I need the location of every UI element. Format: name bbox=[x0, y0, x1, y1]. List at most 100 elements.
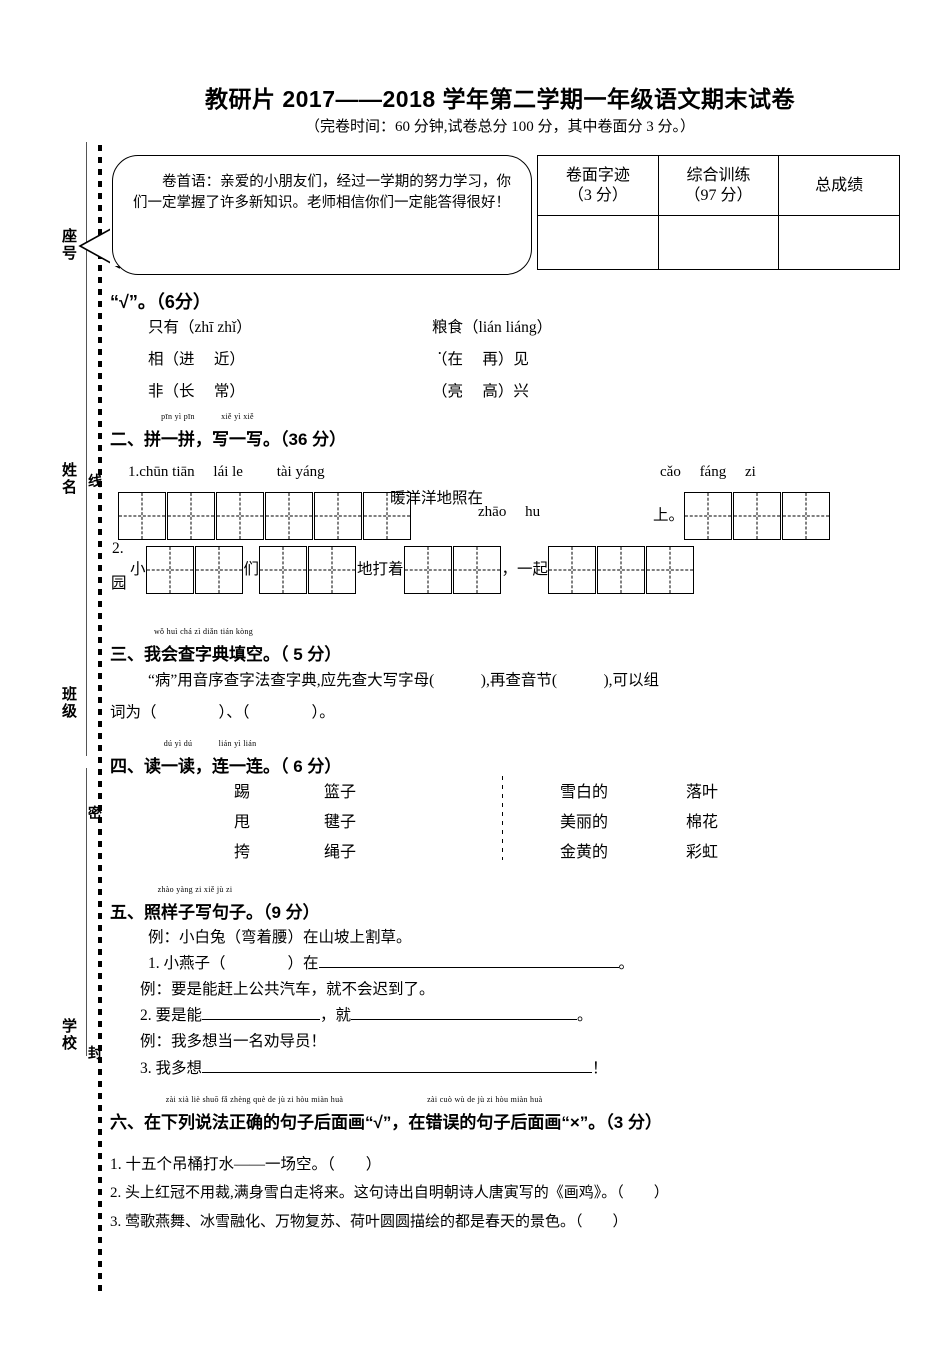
score-table-value-row bbox=[537, 215, 900, 270]
section-2-line1-number: 1. bbox=[128, 464, 140, 480]
tianzi-box[interactable] bbox=[548, 546, 597, 594]
tianzi-box[interactable] bbox=[118, 492, 166, 540]
section-2-line2-t2: 地打着 bbox=[357, 561, 404, 578]
section-6-question-3[interactable]: 3. 莺歌燕舞、冰雪融化、万物复苏、荷叶圆圆描绘的都是春天的景色。（ ） bbox=[110, 1214, 628, 1230]
answer-blank[interactable] bbox=[202, 1056, 593, 1073]
section-1-row1-left: 只有（zhī zhǐ） bbox=[148, 315, 252, 337]
tianzi-box[interactable] bbox=[216, 492, 264, 540]
section-2-ruby-2-pinyin: xiě yì xiě bbox=[221, 412, 254, 421]
section-2-line2-t3: ，一起 bbox=[501, 561, 549, 578]
tianzi-box[interactable] bbox=[646, 546, 695, 594]
match-item[interactable]: 美丽的 bbox=[559, 814, 608, 831]
match-item[interactable]: 绳子 bbox=[323, 844, 356, 861]
section-1-row2-right[interactable]: （在 再）见 bbox=[432, 351, 529, 368]
match-item[interactable]: 挎 bbox=[233, 844, 250, 861]
section-5-question-2: 2. 要是能，就。 bbox=[140, 1003, 593, 1025]
preface-text: 卷首语：亲爱的小朋友们，经过一学期的努力学习，你们一定掌握了许多新知识。老师相信… bbox=[133, 174, 511, 212]
tianzi-box[interactable] bbox=[314, 492, 362, 540]
section-6-ruby-2-pinyin: zài cuò wù de jù zi hòu miàn huà bbox=[427, 1095, 543, 1104]
match-item[interactable]: 彩虹 bbox=[685, 844, 718, 861]
tianzi-box[interactable] bbox=[733, 492, 782, 540]
s1-dot-word-liang: 粮 bbox=[432, 319, 448, 336]
tianzi-box[interactable] bbox=[597, 546, 646, 594]
answer-blank[interactable] bbox=[318, 951, 619, 968]
section-4-column-verbs: 踢 甩 挎 bbox=[222, 778, 262, 868]
answer-blank[interactable] bbox=[202, 1003, 321, 1020]
section-5-q2-pre[interactable]: 2. 要是能 bbox=[140, 1007, 203, 1024]
section-6-question-2[interactable]: 2. 头上红冠不用裁,满身雪白走将来。这句诗出自明朝诗人唐寅写的《画鸡》。（ ） bbox=[110, 1185, 669, 1201]
tianzi-box[interactable] bbox=[684, 492, 733, 540]
match-item[interactable]: 雪白的 bbox=[559, 784, 608, 801]
section-5-example-3: 例：我多想当一名劝导员！ bbox=[140, 1033, 327, 1050]
section-1-row3-left[interactable]: 非（长 常） bbox=[148, 383, 245, 400]
match-item[interactable]: 毽子 bbox=[323, 814, 356, 831]
tianzi-box[interactable] bbox=[782, 492, 831, 540]
tianzi-box[interactable] bbox=[265, 492, 313, 540]
section-5-q3-pre[interactable]: 3. 我多想 bbox=[140, 1060, 203, 1077]
section-1-row3-right[interactable]: （亮 高）兴 bbox=[432, 383, 529, 400]
section-6-heading: 六、zài xià liè shuō fǎ zhèng què de jù zi… bbox=[110, 1095, 662, 1133]
match-item[interactable]: 金黄的 bbox=[559, 844, 608, 861]
score-col-handwriting-line2: （3 分） bbox=[567, 186, 628, 204]
section-3-ruby-pinyin: wǒ huì chá zì diǎn tián kòng bbox=[153, 627, 254, 636]
section-1-heading: “√”。（6分） bbox=[110, 292, 211, 312]
s1-row1-right-rest[interactable]: 食（lián liáng） bbox=[447, 319, 553, 336]
match-item[interactable]: 篮子 bbox=[323, 784, 356, 801]
score-value-handwriting[interactable] bbox=[537, 215, 659, 270]
score-value-total[interactable] bbox=[778, 215, 900, 270]
section-6-question-1[interactable]: 1. 十五个吊桶打水——一场空。（ ） bbox=[110, 1156, 382, 1173]
section-2-line1-right-prefix: 上。 bbox=[653, 507, 685, 524]
s1-row1-left-rest[interactable]: 有（zhī zhǐ） bbox=[163, 319, 252, 336]
match-item[interactable]: 甩 bbox=[233, 814, 250, 831]
tianzi-box[interactable] bbox=[363, 492, 411, 540]
page-title: 教研片 2017——2018 学年第二学期一年级语文期末试卷 bbox=[204, 86, 796, 112]
section-2-line1-pinyin-right: cǎo fáng zi bbox=[660, 464, 756, 480]
section-2-overlap-text: 暖洋洋地照在 bbox=[390, 490, 484, 507]
school-label: 学校 bbox=[60, 1018, 77, 1052]
tianzi-box[interactable] bbox=[167, 492, 215, 540]
score-col-comprehensive-line1: 综合训练 bbox=[686, 166, 751, 184]
section-2-line2-pinyin-mid: zhāo hu bbox=[478, 504, 541, 520]
section-4-column-objects: 篮子 毽子 绳子 bbox=[310, 778, 370, 868]
section-2-line2-prefix-small: 园 bbox=[111, 575, 127, 592]
section-4-divider bbox=[502, 776, 503, 860]
section-1-row2-left[interactable]: 相（进 近） bbox=[148, 351, 245, 368]
answer-blank[interactable] bbox=[351, 1003, 578, 1020]
score-col-comprehensive-line2: （97 分） bbox=[684, 186, 753, 204]
s1-dot-word-zhi: 只 bbox=[148, 319, 164, 336]
section-3-question-line1[interactable]: “病”用音序查字法查字典,应先查大写字母( ),再查音节( ),可以组 bbox=[148, 672, 660, 689]
tianzi-box[interactable] bbox=[259, 546, 308, 594]
match-item[interactable]: 落叶 bbox=[685, 784, 718, 801]
section-3-index: 三、 bbox=[110, 645, 144, 664]
match-item[interactable]: 棉花 bbox=[685, 814, 718, 831]
section-4-column-adjectives: 雪白的 美丽的 金黄的 bbox=[548, 778, 620, 868]
tianzi-box[interactable] bbox=[145, 546, 194, 594]
section-2-line1-pinyin-text: chūn tiān lái le tài yáng bbox=[139, 464, 325, 480]
section-5-q2-post: 。 bbox=[577, 1007, 593, 1024]
student-name-label: 姓名 bbox=[60, 462, 77, 496]
match-item[interactable]: 踢 bbox=[233, 784, 250, 801]
section-5-q1-pre[interactable]: 1. 小燕子（ ）在 bbox=[148, 955, 319, 972]
section-1-row1-right: 粮食（lián liáng） bbox=[432, 315, 552, 337]
tianzi-box[interactable] bbox=[194, 546, 243, 594]
score-value-comprehensive[interactable] bbox=[657, 215, 780, 270]
tianzi-box[interactable] bbox=[452, 546, 501, 594]
section-6-heading-tail: “×”。（3 分） bbox=[561, 1113, 662, 1132]
seal-line-upper bbox=[86, 142, 87, 756]
section-4-ruby-1-pinyin: dú yì dú bbox=[163, 739, 193, 748]
tianzi-box[interactable] bbox=[308, 546, 357, 594]
seal-char-mi: 密 bbox=[88, 805, 102, 821]
section-2-line1-grid-boxes-right: 上。 bbox=[653, 492, 831, 540]
section-2-line2-grid-row: 小们地打着，一起 bbox=[130, 546, 695, 594]
section-2-line1-grid-boxes bbox=[118, 492, 412, 540]
section-3-question-line2[interactable]: 词为（ ）、（ ）。 bbox=[110, 704, 335, 721]
seal-line-lower bbox=[86, 768, 87, 1056]
section-5-example-2: 例：要是能赶上公共汽车，就不会迟到了。 bbox=[140, 981, 435, 998]
score-col-comprehensive: 综合训练 （97 分） bbox=[657, 155, 780, 216]
tianzi-box[interactable] bbox=[403, 546, 452, 594]
section-6-mid-mark: “√”， bbox=[365, 1113, 409, 1132]
